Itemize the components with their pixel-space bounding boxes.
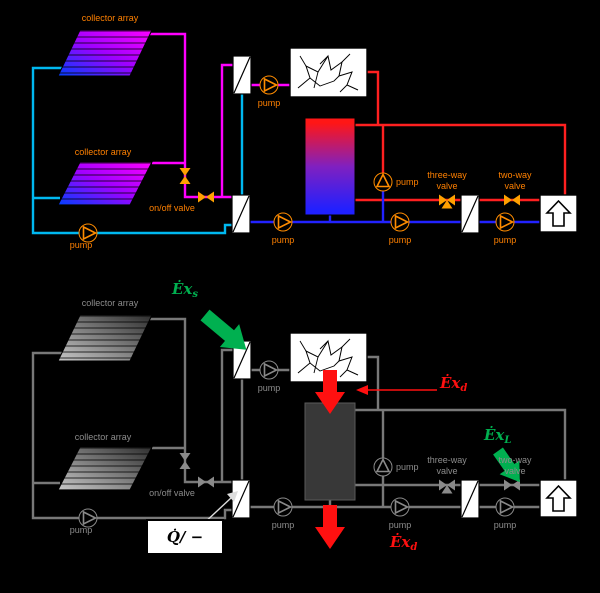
pump-icon: [390, 497, 410, 517]
pump-label: pump: [271, 235, 295, 245]
pump-label: pump: [493, 520, 517, 530]
pump-icon: [273, 497, 293, 517]
exergy-destroyed-arrow: [315, 370, 345, 414]
on-off-valve-icon: [198, 191, 214, 203]
heat-exchanger-icon: [232, 55, 252, 95]
collector-array-label: collector array: [74, 432, 132, 442]
two-way-valve-label: two-way: [498, 170, 532, 180]
load-box: [539, 479, 578, 518]
pump-icon: [495, 497, 515, 517]
pump-label: pump: [396, 177, 419, 187]
collector-array-graphic: [57, 29, 153, 77]
crystallizer-box: [289, 47, 368, 98]
collector-array-label: collector array: [81, 13, 139, 23]
pump-label: pump: [257, 98, 281, 108]
on-off-valve-label: on/off valve: [149, 488, 195, 498]
storage-tank: [304, 402, 356, 501]
exergy-destroyed-pointer: [356, 385, 437, 395]
heat-exchanger-icon: [460, 194, 480, 234]
bottom-exergy-diagram: [31, 309, 578, 549]
storage-tank: [304, 117, 356, 216]
pump-icon: [495, 212, 515, 232]
pump-icon: [273, 212, 293, 232]
exergy-destroyed-bottom-label: Ėxd: [390, 533, 418, 553]
pump-label: pump: [493, 235, 517, 245]
cold-solar-pipes: [31, 66, 244, 235]
heat-exchanger-icon: [460, 479, 480, 519]
three-way-valve-icon: [439, 479, 455, 494]
pump-icon: [373, 172, 393, 192]
pump-label: pump: [396, 462, 419, 472]
pump-icon: [390, 212, 410, 232]
pump-label: pump: [388, 235, 412, 245]
heat-exchanger-icon: [231, 194, 251, 234]
two-way-valve-label: valve: [504, 466, 526, 476]
three-way-valve-icon: [439, 194, 455, 209]
collector-array-graphic: [57, 446, 153, 491]
three-way-valve-label: three-way: [427, 455, 467, 465]
exergy-input-arrow: [200, 309, 247, 350]
exergy-destroyed-bottom-arrow: [315, 505, 345, 549]
pump-label: pump: [69, 525, 93, 535]
two-way-valve-icon: [504, 194, 520, 206]
pump-icon: [259, 360, 279, 380]
collector-array-label: collector array: [74, 147, 132, 157]
three-way-valve-label: valve: [436, 181, 458, 191]
on-off-valve-icon: [179, 453, 191, 469]
top-system-diagram: [31, 29, 578, 243]
two-way-valve-label: two-way: [498, 455, 532, 465]
collector-array-graphic: [57, 161, 153, 206]
pump-icon: [373, 457, 393, 477]
three-way-valve-label: three-way: [427, 170, 467, 180]
exergy-load-out-label: ĖxL: [484, 426, 512, 446]
collector-array-label: collector array: [81, 298, 139, 308]
hot-solar-pipes: [150, 32, 290, 199]
exergy-destroyed-label: Ėxd: [440, 374, 468, 394]
on-off-valve-icon: [179, 168, 191, 184]
pump-label: pump: [257, 383, 281, 393]
on-off-valve-label: on/off valve: [149, 203, 195, 213]
exergy-output-arrow: [493, 447, 520, 483]
pump-label: pump: [69, 240, 93, 250]
three-way-valve-label: valve: [436, 466, 458, 476]
aux-heat-box-label: Q̇ / −: [146, 519, 224, 555]
pump-label: pump: [271, 520, 295, 530]
pump-label: pump: [388, 520, 412, 530]
pump-icon: [259, 75, 279, 95]
two-way-valve-label: valve: [504, 181, 526, 191]
collector-array-graphic: [57, 314, 153, 362]
load-box: [539, 194, 578, 233]
on-off-valve-icon: [198, 476, 214, 488]
exergy-solar-in-label: Ėxs: [172, 280, 199, 300]
